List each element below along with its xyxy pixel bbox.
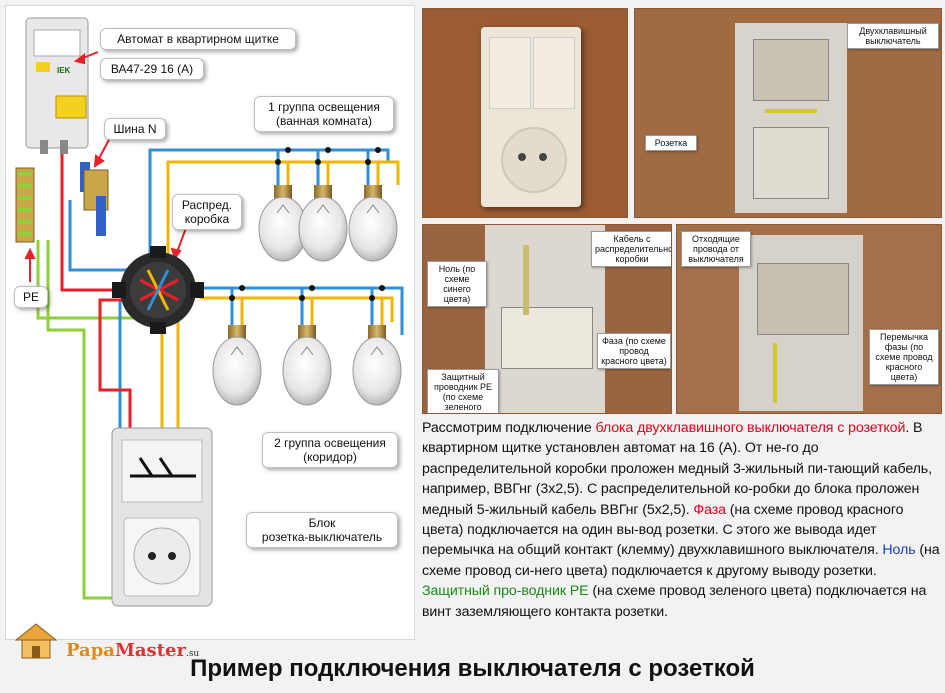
desc-t6: Ноль <box>882 542 916 559</box>
photo-open-box-1: Двухклавишный выключатель Розетка <box>634 8 942 218</box>
lamps-group2 <box>212 325 402 406</box>
neutral-wire-main <box>68 200 138 272</box>
photo4-outgoing-label: Отходящие провода от выключателя <box>681 231 751 267</box>
wires <box>36 148 404 600</box>
desc-t3: . В квартирном щитке установлен автомат … <box>422 420 932 518</box>
desc-t9: (на схеме провод зеленого цвета) подключ… <box>422 583 927 620</box>
photo3-phase-label: Фаза (по схеме провод красного цвета) <box>597 333 671 369</box>
desc-t1: Рассмотрим подключение <box>422 420 596 436</box>
logo-part1: Papa <box>66 640 115 661</box>
pe-bus <box>15 167 35 243</box>
description-paragraph: Рассмотрим подключение блока двухклавишн… <box>422 418 940 638</box>
junction-box-shape <box>112 246 204 334</box>
logo-wordmark: PapaMaster.su <box>66 640 199 661</box>
lamps-group1 <box>258 185 398 262</box>
pe-label: PE <box>14 286 48 308</box>
photo4-jumper-label: Перемычка фазы (по схеме провод красного… <box>869 329 939 385</box>
desc-t7: (на схеме провод си-него цвета) подключа… <box>422 542 940 579</box>
breaker-model-label: ВА47-29 16 (А) <box>100 58 204 80</box>
photo-switch-socket-assembled <box>422 8 628 218</box>
desc-t2: блока двухклавишного выключателя с розет… <box>595 420 906 436</box>
group2-label: 2 группа освещения (коридор) <box>262 432 398 468</box>
switched-group2 <box>200 296 394 322</box>
bus-n-label: Шина N <box>104 118 166 140</box>
photo2-switch-label: Двухклавишный выключатель <box>847 23 939 49</box>
photo-open-box-3: Отходящие провода от выключателя Перемыч… <box>676 224 942 414</box>
photo3-cable-label: Кабель с распределительной коробки <box>591 231 671 267</box>
breaker-brand: IEK <box>57 66 71 75</box>
photo-open-box-2: Ноль (по схеме синего цвета) Кабель с ра… <box>422 224 672 414</box>
desc-t5: (на схеме провод красного цвета) подключ… <box>422 501 904 559</box>
logo-suffix: .su <box>185 649 200 659</box>
neutral-group2 <box>200 286 404 335</box>
switched-group1 <box>166 160 400 262</box>
desc-t8: Защитный про-водник PE <box>422 583 589 600</box>
junction-box-label: Распред. коробка <box>172 194 242 230</box>
neutral-bus <box>80 162 109 236</box>
desc-t4: Фаза <box>693 501 726 518</box>
junction-dots <box>229 147 385 301</box>
breaker-title-label: Автомат в квартирном щитке <box>100 28 296 50</box>
logo-part2: Master <box>114 640 186 661</box>
house-logo-icon <box>14 623 58 659</box>
photo3-neutral-label: Ноль (по схеме синего цвета) <box>427 261 487 307</box>
block-label: Блок розетка-выключатель <box>246 512 398 548</box>
circuit-breaker: IEK <box>25 17 89 154</box>
group1-label: 1 группа освещения (ванная комната) <box>254 96 394 132</box>
neutral-group1 <box>148 148 390 262</box>
photo3-pe-label: Защитный проводник PE (по схеме зеленого… <box>427 369 499 413</box>
photo2-socket-label: Розетка <box>645 135 697 151</box>
switch-socket-block <box>111 427 213 607</box>
page-caption: Пример подключения выключателя с розетко… <box>190 655 755 682</box>
